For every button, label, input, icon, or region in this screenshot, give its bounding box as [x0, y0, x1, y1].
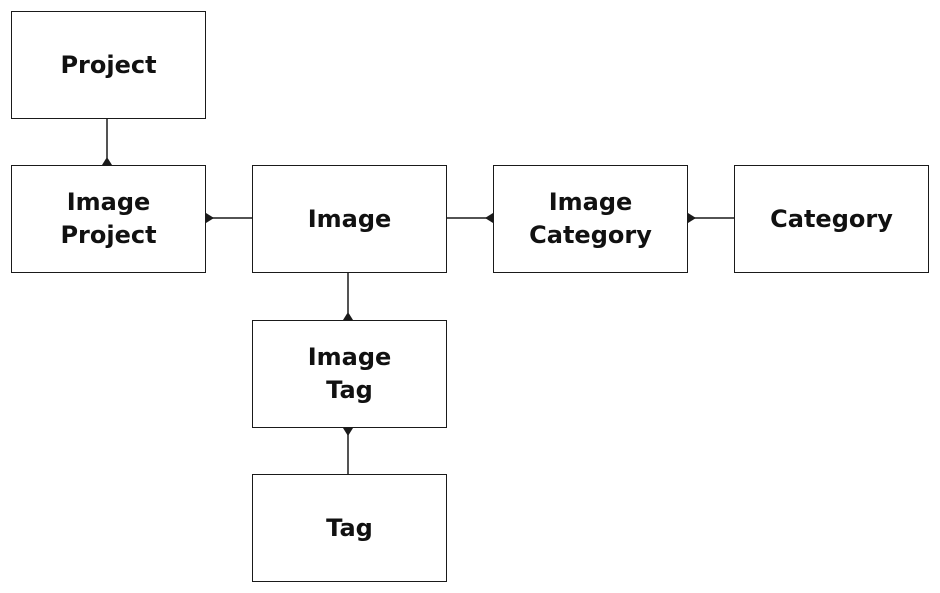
entity-tag[interactable]: Tag [252, 474, 447, 582]
entity-label-image: Image [307, 204, 392, 233]
entity-image-tag[interactable]: Image Tag [252, 320, 447, 428]
entity-label-image-project: Image Project [60, 188, 157, 249]
entity-image-category[interactable]: Image Category [493, 165, 688, 273]
entity-image-project[interactable]: Image Project [11, 165, 206, 273]
entity-project[interactable]: Project [11, 11, 206, 119]
entity-label-project: Project [60, 50, 157, 79]
entity-label-image-tag: Image Tag [307, 343, 392, 404]
entity-category[interactable]: Category [734, 165, 929, 273]
entity-label-tag: Tag [326, 513, 373, 542]
entity-label-category: Category [770, 204, 893, 233]
entity-label-image-category: Image Category [529, 188, 652, 249]
entity-image[interactable]: Image [252, 165, 447, 273]
